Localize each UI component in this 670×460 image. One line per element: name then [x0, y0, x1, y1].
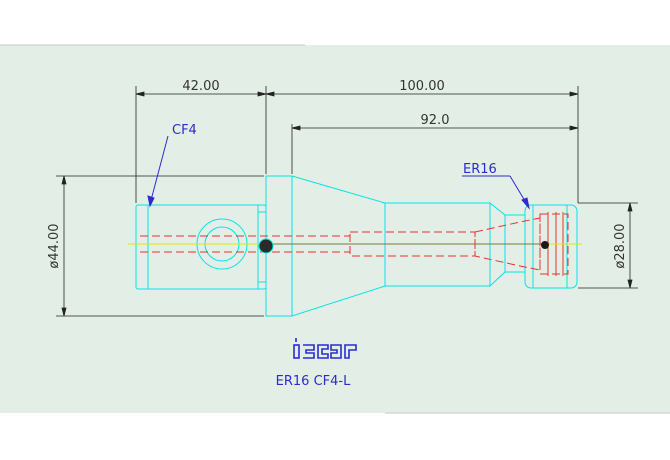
dim-42-arrow-left: [135, 91, 145, 97]
dim-44-label: ø44.00: [47, 223, 62, 268]
er16-callout: ER16: [463, 162, 497, 177]
er16-leader-arrow: [521, 197, 530, 210]
dim-42-arrow-right: [257, 91, 267, 97]
dim-28-arrow-bottom: [627, 279, 633, 289]
dim-28-arrow-top: [627, 202, 633, 212]
gauge-point-right: [541, 241, 549, 249]
collet-taper-hidden: [474, 217, 541, 271]
drawing-panel: [0, 45, 670, 413]
dimension-lines: [56, 86, 638, 317]
callout-leaders: [147, 135, 530, 210]
dim-44-arrow-bottom: [61, 307, 67, 317]
collet-nut: [524, 204, 578, 289]
cf4-leader: [149, 135, 169, 205]
dim-100-arrow-left: [265, 91, 275, 97]
iscar-logo: [293, 338, 357, 359]
part-number-title: ER16 CF4-L: [276, 374, 351, 389]
gauge-point-left: [258, 238, 274, 254]
dim-100-arrow-right: [569, 91, 579, 97]
dim-100-label: 100.00: [399, 79, 445, 94]
dim-42-label: 42.00: [182, 79, 219, 94]
dim-92-label: 92.0: [421, 113, 450, 128]
cf4-callout: CF4: [172, 123, 197, 138]
dim-44-arrow-top: [61, 175, 67, 185]
cf4-leader-arrow: [147, 195, 155, 208]
dim-28-label: ø28.00: [613, 223, 628, 268]
dim-92-arrow-left: [291, 125, 301, 131]
dim-92-arrow-right: [569, 125, 579, 131]
